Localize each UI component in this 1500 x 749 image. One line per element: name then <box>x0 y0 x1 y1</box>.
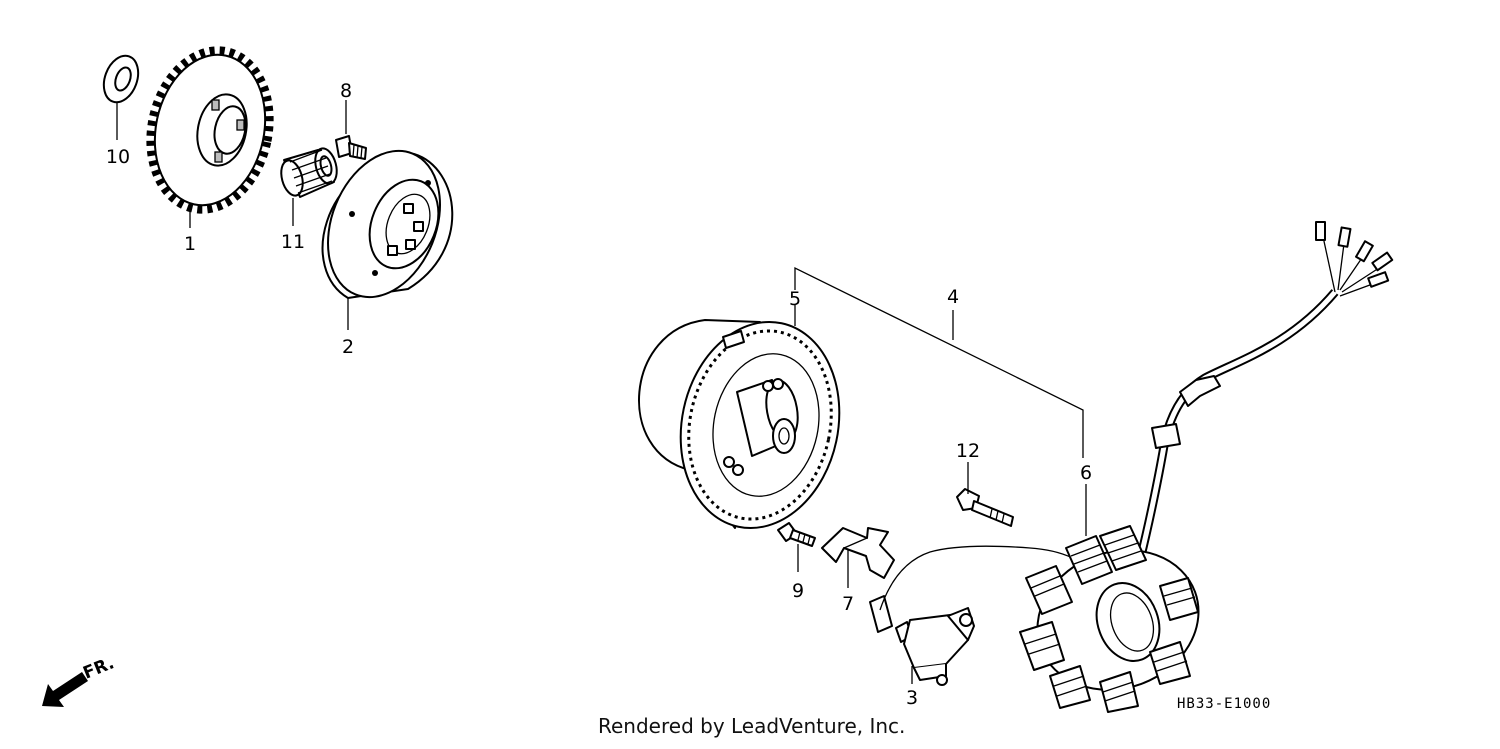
render-credit: Rendered by LeadVenture, Inc. <box>598 714 906 738</box>
callout-5: 5 <box>789 288 801 310</box>
callout-10: 10 <box>106 146 130 168</box>
callout-11: 11 <box>281 231 305 253</box>
front-label: FR. <box>80 653 117 683</box>
callout-7: 7 <box>842 593 854 615</box>
part-8-bolt <box>335 135 367 160</box>
part-2-starter-clutch <box>321 149 454 299</box>
part-9-screw <box>777 522 816 547</box>
part-5-flywheel <box>638 319 841 530</box>
part-1-driven-gear <box>146 46 274 214</box>
leader-lines <box>116 100 1087 684</box>
part-6-stator <box>1019 221 1394 713</box>
callout-1: 1 <box>184 233 196 255</box>
callout-12: 12 <box>956 440 980 462</box>
drawing-code: HB33-E1000 <box>1177 696 1271 712</box>
part-12-bolt <box>956 488 1014 527</box>
callout-8: 8 <box>340 80 352 102</box>
callout-labels: 10 1 8 11 2 5 4 6 12 9 7 3 <box>106 80 1092 709</box>
part-11-needle-bearing <box>280 147 338 198</box>
callout-2: 2 <box>342 336 354 358</box>
callout-9: 9 <box>792 580 804 602</box>
part-7-clamp <box>821 527 895 579</box>
callout-6: 6 <box>1080 462 1092 484</box>
part-3-pulse-generator <box>869 545 1101 686</box>
stator-coils <box>1019 525 1199 713</box>
callout-3: 3 <box>906 687 918 709</box>
front-arrow-icon <box>42 672 88 707</box>
part-10-washer <box>102 54 140 104</box>
front-direction-marker: FR. <box>42 653 117 707</box>
callout-4: 4 <box>947 286 959 308</box>
